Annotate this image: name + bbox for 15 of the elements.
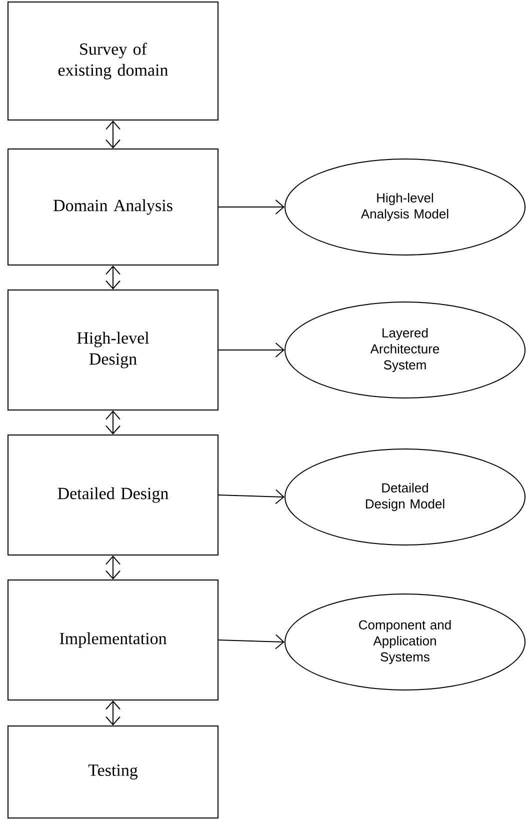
arrow	[218, 200, 284, 214]
arrow	[218, 634, 284, 650]
process-box: Domain Analysis	[8, 148, 218, 266]
arrow	[218, 342, 284, 358]
arrow	[106, 410, 120, 434]
process-box: Implementation	[8, 580, 218, 700]
arrow	[106, 120, 120, 148]
arrow	[106, 700, 120, 726]
process-box: Survey of existing domain	[8, 2, 218, 120]
process-box: Testing	[8, 726, 218, 818]
arrow	[106, 266, 120, 290]
arrow	[218, 489, 284, 504]
arrow	[106, 556, 120, 580]
process-box: High-level Design	[8, 290, 218, 410]
process-box: Detailed Design	[8, 434, 218, 556]
